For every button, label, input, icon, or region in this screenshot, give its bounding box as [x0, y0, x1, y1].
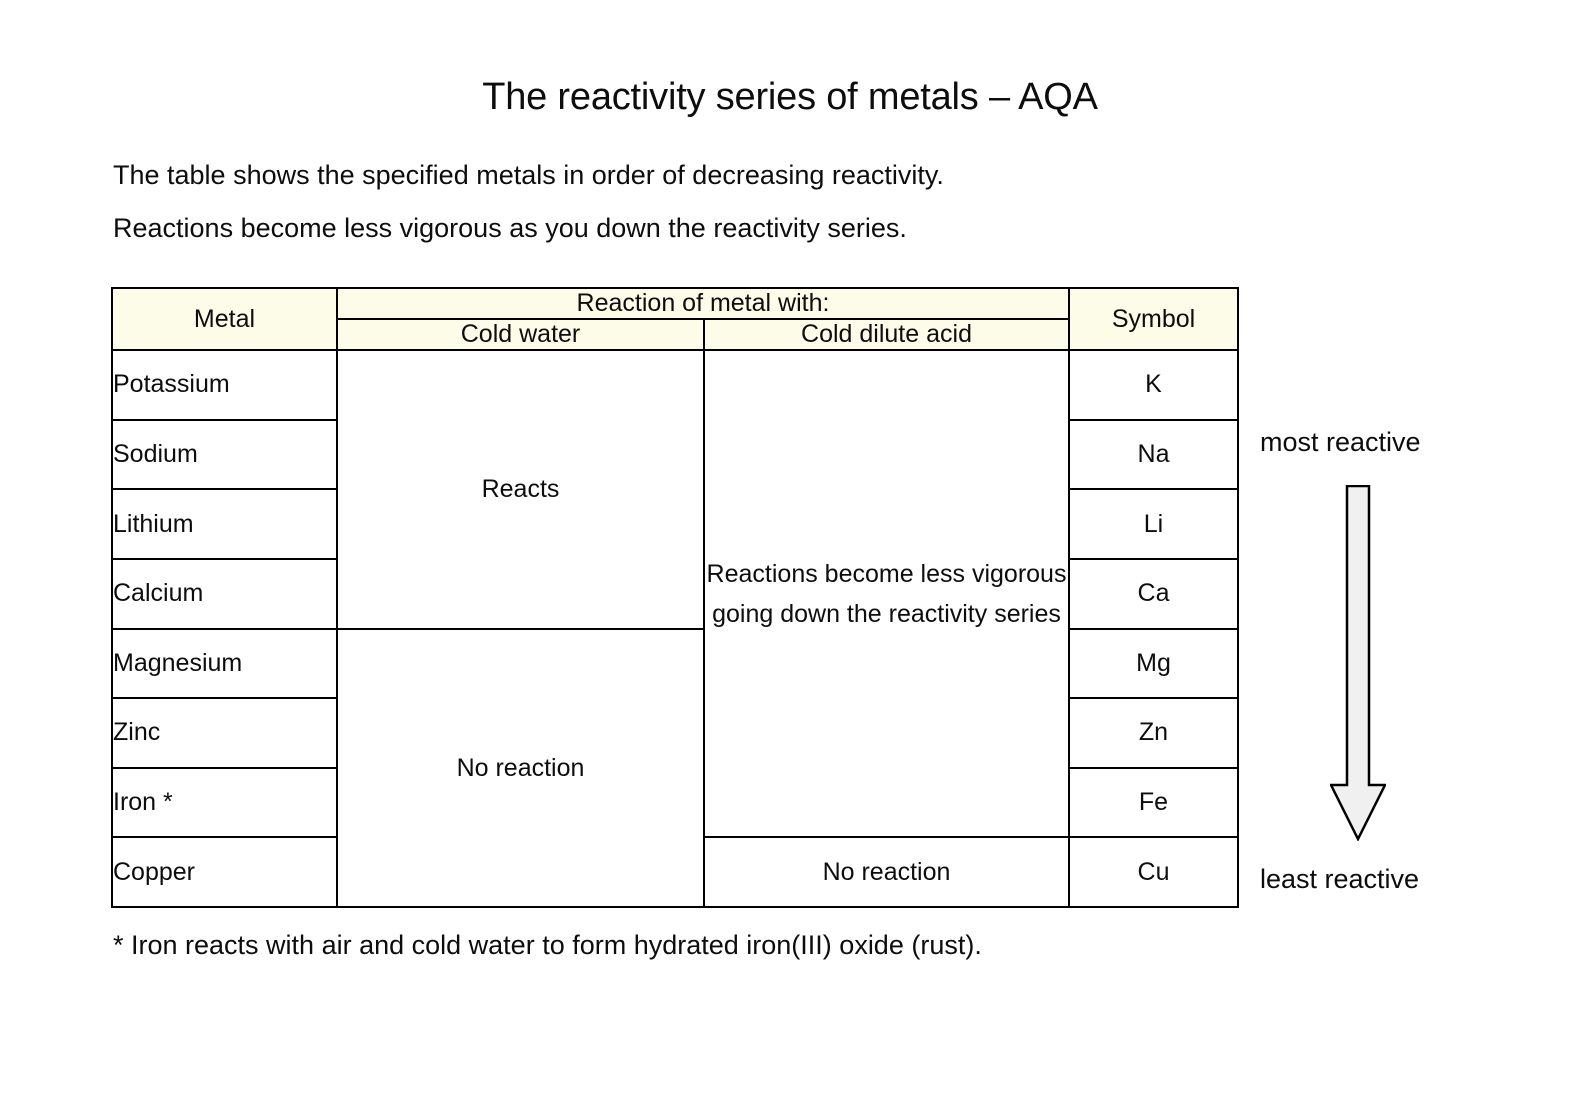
- table-row: Zinc Zn: [111, 697, 1239, 769]
- column-header-cold-dilute-acid: Cold dilute acid: [703, 318, 1070, 351]
- metal-name-lithium: Lithium: [111, 488, 338, 560]
- table-row: Copper No reaction Cu: [111, 836, 1239, 908]
- intro-line-1: The table shows the specified metals in …: [113, 160, 944, 190]
- reactivity-table: Metal Reaction of metal with: Symbol Col…: [111, 287, 1239, 908]
- cold-acid-no-reaction-cell: No reaction: [703, 836, 1070, 908]
- symbol-zinc: Zn: [1068, 697, 1239, 769]
- table-header: Metal Reaction of metal with: Symbol Col…: [111, 287, 1239, 351]
- metal-name-copper: Copper: [111, 836, 338, 908]
- symbol-magnesium: Mg: [1068, 627, 1239, 700]
- column-header-cold-water: Cold water: [336, 318, 705, 351]
- symbol-copper: Cu: [1068, 836, 1239, 908]
- column-header-symbol: Symbol: [1068, 287, 1239, 351]
- metal-name-potassium: Potassium: [111, 349, 338, 421]
- footnote-iron: * Iron reacts with air and cold water to…: [113, 930, 982, 960]
- least-reactive-label: least reactive: [1260, 864, 1420, 894]
- metal-name-calcium: Calcium: [111, 557, 338, 630]
- table-row: Magnesium No reaction Mg: [111, 627, 1239, 908]
- table-row: Lithium Li: [111, 488, 1239, 560]
- symbol-lithium: Li: [1068, 488, 1239, 560]
- intro-line-2: Reactions become less vigorous as you do…: [113, 213, 907, 243]
- metal-name-sodium: Sodium: [111, 418, 338, 491]
- table-row: Calcium Ca: [111, 557, 1239, 630]
- symbol-calcium: Ca: [1068, 557, 1239, 630]
- column-header-metal: Metal: [111, 287, 338, 351]
- cold-water-reacts-cell: Reacts: [336, 349, 705, 630]
- symbol-potassium: K: [1068, 349, 1239, 421]
- most-reactive-label: most reactive: [1260, 427, 1421, 457]
- table-body: Potassium Reacts Reactions become less v…: [111, 348, 1239, 908]
- symbol-sodium: Na: [1068, 418, 1239, 491]
- table-row: Potassium Reacts Reactions become less v…: [111, 348, 1239, 839]
- symbol-iron: Fe: [1068, 766, 1239, 839]
- table-row: Sodium Na: [111, 418, 1239, 491]
- page-title: The reactivity series of metals – AQA: [482, 76, 1098, 118]
- table-header-row-2: Cold water Cold dilute acid: [112, 318, 1238, 351]
- table-header-row-1: Metal Reaction of metal with: Symbol: [111, 287, 1239, 351]
- column-header-reaction-group: Reaction of metal with:: [336, 287, 1070, 320]
- metal-name-magnesium: Magnesium: [111, 627, 338, 700]
- table-row: Iron * Fe: [111, 766, 1239, 839]
- metal-name-zinc: Zinc: [111, 697, 338, 769]
- metal-name-iron: Iron *: [111, 766, 338, 839]
- down-arrow-icon: [1330, 485, 1386, 841]
- cold-acid-less-vigorous-cell: Reactions become less vigorous going dow…: [703, 348, 1070, 839]
- reactivity-table-container: Metal Reaction of metal with: Symbol Col…: [111, 287, 1239, 908]
- reactivity-scale-annotation: most reactive least reactive: [1250, 287, 1580, 908]
- cold-water-no-reaction-cell: No reaction: [336, 627, 705, 908]
